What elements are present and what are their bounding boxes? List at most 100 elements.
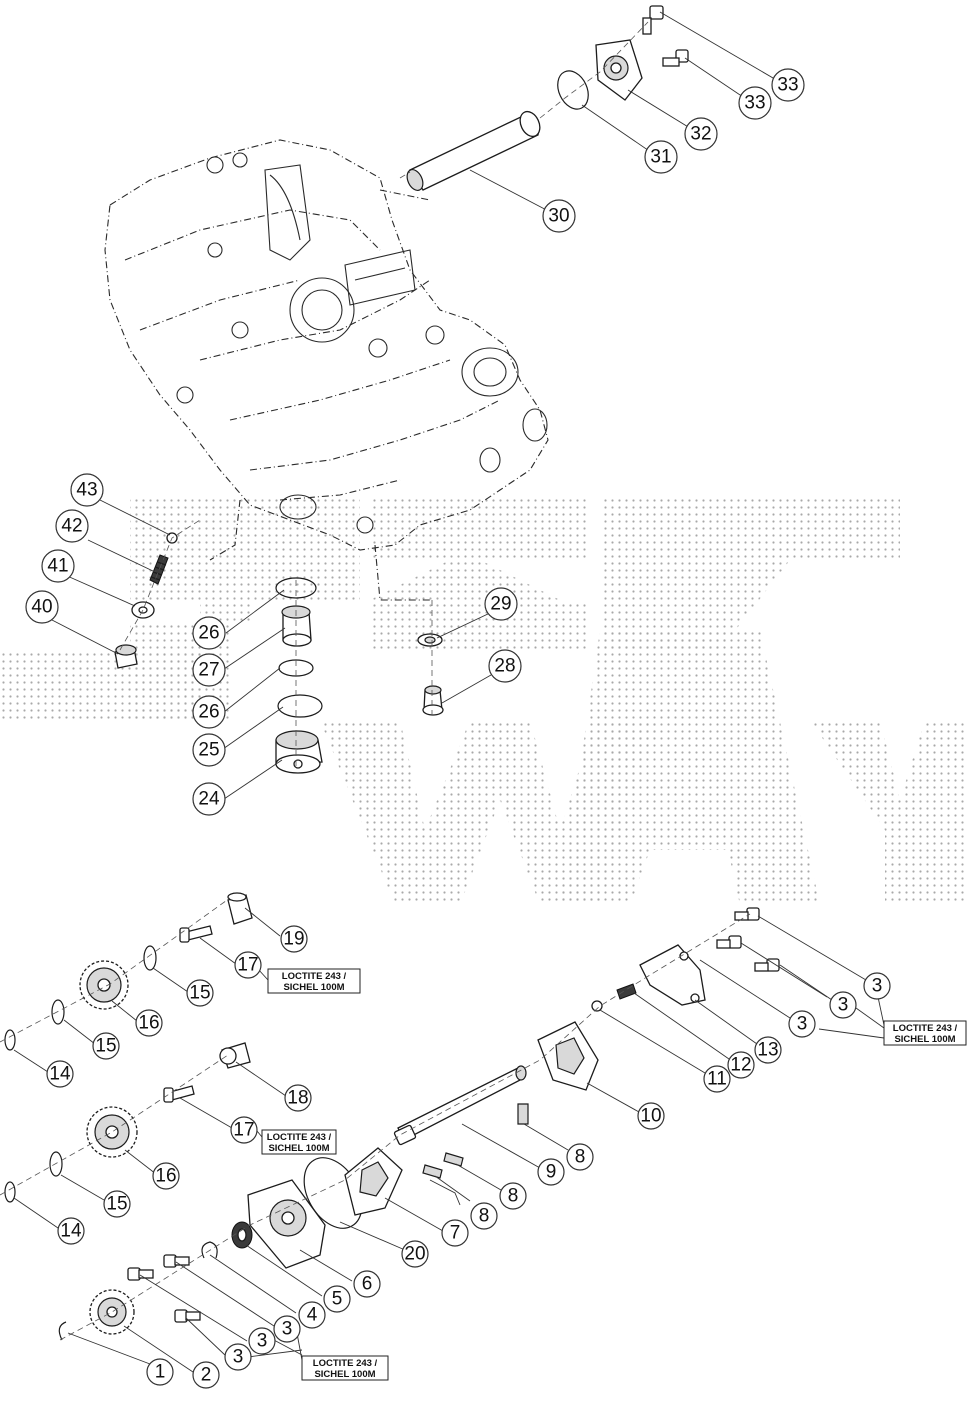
svg-text:1: 1 <box>155 1362 166 1383</box>
svg-text:17: 17 <box>233 1120 254 1141</box>
callout-43: 43 <box>70 473 104 507</box>
svg-text:SICHEL 100M: SICHEL 100M <box>268 1143 329 1154</box>
part-27-sleeve <box>281 605 312 647</box>
svg-text:11: 11 <box>707 1069 727 1090</box>
callout-31: 31 <box>644 140 678 174</box>
callouts: 33 33 32 31 30 43 42 41 40 26 27 26 25 2… <box>25 68 891 1389</box>
svg-text:40: 40 <box>31 597 52 618</box>
loctite-note-lower: LOCTITE 243 / SICHEL 100M <box>301 1355 389 1381</box>
svg-text:18: 18 <box>287 1088 308 1109</box>
callout-8-a: 8 <box>470 1202 498 1230</box>
callout-2: 2 <box>192 1361 220 1389</box>
callout-5: 5 <box>323 1285 351 1313</box>
callout-13: 13 <box>754 1036 782 1064</box>
callout-40: 40 <box>25 590 59 624</box>
svg-text:12: 12 <box>730 1055 751 1076</box>
svg-text:3: 3 <box>257 1331 268 1352</box>
part-31-o-ring <box>557 70 589 110</box>
svg-text:26: 26 <box>198 702 219 723</box>
callout-14-a: 14 <box>46 1060 74 1088</box>
part-10-outer-rotor <box>537 1021 599 1091</box>
callout-33-a: 33 <box>771 68 805 102</box>
callout-29: 29 <box>484 587 518 621</box>
callout-3-b: 3 <box>248 1327 276 1355</box>
callout-26-b: 26 <box>192 695 226 729</box>
svg-text:7: 7 <box>450 1223 461 1244</box>
callout-3-f: 3 <box>863 972 891 1000</box>
callout-3-a: 3 <box>224 1343 252 1371</box>
svg-text:SICHEL 100M: SICHEL 100M <box>283 982 344 993</box>
part-3-bolt-a <box>127 1267 154 1281</box>
svg-text:33: 33 <box>744 93 765 114</box>
callout-6: 6 <box>353 1270 381 1298</box>
part-26-o-ring-upper <box>275 577 317 599</box>
part-13-relief-cover <box>639 944 706 1006</box>
svg-text:9: 9 <box>546 1162 557 1183</box>
part-18-pin <box>219 1042 251 1069</box>
callout-10: 10 <box>637 1102 665 1130</box>
callout-8-b: 8 <box>499 1182 527 1210</box>
svg-text:3: 3 <box>872 976 883 997</box>
svg-text:6: 6 <box>362 1274 373 1295</box>
svg-text:15: 15 <box>95 1036 116 1057</box>
callout-33-b: 33 <box>738 86 772 120</box>
part-3-bolt-b <box>163 1254 190 1268</box>
callout-3-c: 3 <box>273 1315 301 1343</box>
svg-text:17: 17 <box>237 955 258 976</box>
loctite-note-middle: LOCTITE 243 / SICHEL 100M <box>261 1129 337 1155</box>
part-16-gear-lower <box>86 1106 138 1158</box>
part-17-bolt-upper <box>179 925 213 943</box>
part-40-plug <box>114 644 138 669</box>
callout-16-b: 16 <box>152 1162 180 1190</box>
svg-text:15: 15 <box>106 1194 127 1215</box>
svg-text:14: 14 <box>60 1221 82 1242</box>
svg-text:14: 14 <box>49 1064 71 1085</box>
part-1-circlip <box>58 1321 67 1341</box>
part-15-washer-c <box>49 1151 63 1177</box>
part-3-bolt-f <box>754 958 780 972</box>
svg-text:25: 25 <box>198 740 219 761</box>
part-12-spring <box>616 983 637 1000</box>
callout-28: 28 <box>488 649 522 683</box>
svg-text:29: 29 <box>490 594 511 615</box>
svg-text:2: 2 <box>201 1365 212 1386</box>
loctite-note-upper: LOCTITE 243 / SICHEL 100M <box>267 968 361 994</box>
svg-text:26: 26 <box>198 623 219 644</box>
callout-15-c: 15 <box>103 1190 131 1218</box>
part-25-o-ring <box>277 694 323 718</box>
part-6-pump-cover <box>247 1179 326 1269</box>
part-41-washer <box>131 601 155 619</box>
svg-text:19: 19 <box>283 929 304 950</box>
svg-text:3: 3 <box>838 995 849 1016</box>
svg-text:LOCTITE 243 /: LOCTITE 243 / <box>893 1023 958 1034</box>
callout-17-b: 17 <box>230 1116 258 1144</box>
callout-42: 42 <box>55 509 89 543</box>
watermark-logo <box>0 495 968 905</box>
callout-24: 24 <box>192 782 226 816</box>
callout-14-b: 14 <box>57 1217 85 1245</box>
svg-text:16: 16 <box>138 1013 159 1034</box>
svg-text:43: 43 <box>76 480 97 501</box>
svg-text:LOCTITE 243 /: LOCTITE 243 / <box>313 1358 378 1369</box>
callout-3-d: 3 <box>788 1010 816 1038</box>
callout-20: 20 <box>401 1240 429 1268</box>
svg-text:20: 20 <box>404 1244 425 1265</box>
callout-25: 25 <box>192 733 226 767</box>
part-30-shaft <box>406 110 541 191</box>
callout-15-b: 15 <box>92 1032 120 1060</box>
svg-text:8: 8 <box>508 1186 519 1207</box>
svg-text:31: 31 <box>650 147 671 168</box>
callout-7: 7 <box>441 1219 469 1247</box>
part-8-pin-b <box>443 1152 464 1167</box>
callout-41: 41 <box>41 549 75 583</box>
svg-text:10: 10 <box>640 1106 661 1127</box>
part-2-gear <box>89 1289 135 1335</box>
svg-text:4: 4 <box>307 1305 318 1326</box>
callout-18: 18 <box>284 1084 312 1112</box>
engine-case-housing <box>104 139 549 601</box>
part-3-bolt-d <box>734 907 760 921</box>
svg-text:15: 15 <box>189 983 210 1004</box>
part-33-bolt-b <box>662 49 689 67</box>
part-16-gear-upper <box>79 960 129 1010</box>
